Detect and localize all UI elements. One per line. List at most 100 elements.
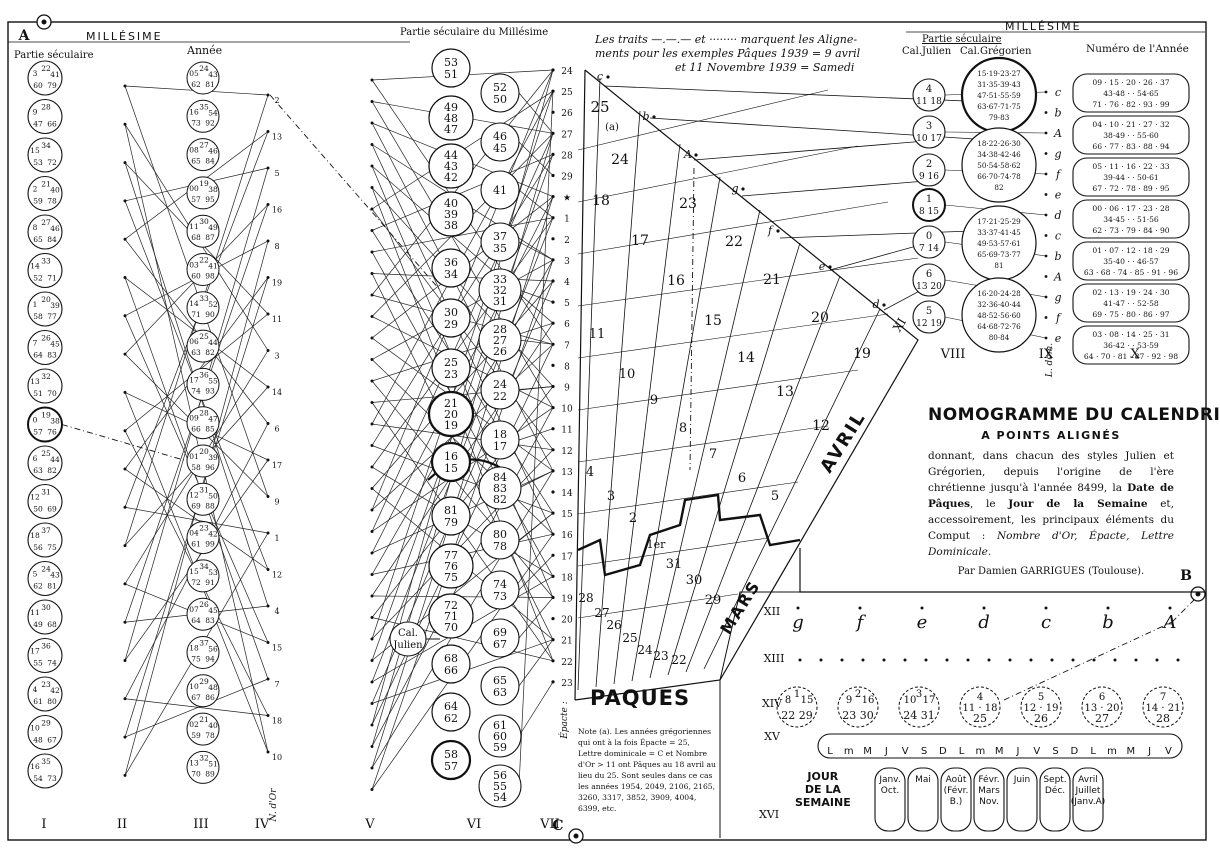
- month-group-label: Mars: [978, 786, 1000, 796]
- col3-circle-value: 82: [205, 348, 215, 357]
- alignment-line: [371, 144, 554, 535]
- fan-letter: f: [767, 224, 774, 237]
- epacte-dot: [551, 237, 555, 241]
- row13-dot: [945, 658, 949, 662]
- col3-circle-value: 67: [191, 693, 201, 702]
- col9-letter: f: [1055, 168, 1062, 181]
- col3-circle-value: 22: [199, 256, 209, 265]
- col3-circle-value: 48: [208, 683, 218, 692]
- fan-number: 23: [653, 649, 668, 663]
- col6-circle-value: 78: [493, 540, 507, 553]
- col3-circle-value: 46: [208, 147, 218, 156]
- alignment-line: [124, 277, 269, 680]
- col3-circle: [186, 61, 220, 95]
- alignment-line: [518, 470, 554, 489]
- col3-circle-value: 31: [199, 485, 209, 494]
- col8-circle: [912, 188, 946, 222]
- col1-circle-value: 57: [33, 428, 43, 437]
- col5-circle-value: 77: [444, 549, 458, 562]
- row12-letter: c: [1041, 612, 1051, 633]
- col4-dot: [266, 203, 270, 206]
- fan-number: 25: [622, 631, 637, 645]
- col4-dot: [266, 276, 270, 279]
- col1-circle-value: 17: [30, 647, 40, 656]
- col1-circle-value: 23: [41, 680, 51, 689]
- col-ii-label: II: [117, 817, 127, 832]
- month-group-box: [1072, 767, 1104, 832]
- col1-circle-value: 37: [41, 526, 51, 535]
- example-dash-line: [1003, 621, 1173, 701]
- fan-cross-line: [577, 481, 799, 515]
- col5-dot: [370, 100, 374, 103]
- col4-number: 17: [272, 461, 282, 470]
- row13-dot: [1071, 658, 1075, 662]
- col3-circle-value: 92: [205, 118, 215, 127]
- row14-value: 7: [1160, 692, 1166, 703]
- title-body-bold2: Jour de la Semaine: [1008, 498, 1148, 510]
- col2-dot: [123, 467, 127, 471]
- col1-circle-value: 34: [41, 141, 51, 150]
- col6-circle: [480, 73, 520, 113]
- row15-day: V: [902, 746, 909, 757]
- col5-circle-value: 79: [444, 516, 458, 529]
- col6-circle: [478, 466, 522, 510]
- col3-circle-value: 74: [191, 386, 201, 395]
- col2-dot: [123, 582, 127, 586]
- epacte-value: ★: [563, 194, 571, 204]
- col8-greg-value: 82: [994, 183, 1003, 192]
- fan-number: 25: [590, 98, 609, 116]
- col1-circle: [27, 753, 63, 789]
- col5-circle: [431, 48, 471, 88]
- alignment-line: [371, 187, 554, 387]
- col1-circle-value: 8: [33, 223, 38, 232]
- col1-circle-value: 36: [41, 642, 51, 651]
- col4-number: 3: [274, 352, 279, 361]
- epacte-value: 6: [564, 320, 570, 330]
- col6-circle-value: 22: [493, 390, 507, 403]
- col5-dot: [370, 336, 374, 340]
- col9-dot: [1044, 336, 1048, 340]
- alignment-line: [124, 678, 269, 738]
- col3-circle-value: 86: [205, 693, 215, 702]
- epacte-value: 21: [561, 637, 572, 647]
- cal-julien-header: Cal.Julien: [902, 46, 952, 57]
- col1-circle-value: 42: [50, 686, 60, 695]
- col6-circle-value: 67: [493, 638, 507, 651]
- col4-dot: [266, 239, 270, 243]
- col4-number: 19: [272, 279, 282, 288]
- traits-note-line3: et 11 Novembre 1939 = Samedi: [675, 61, 855, 74]
- title-body-pre: donnant, dans chacun des styles Julien e…: [928, 450, 1174, 494]
- col3-circle: [186, 521, 220, 555]
- col6-circle-value: 61: [493, 719, 507, 732]
- col8-greg-value: 17·21·25·29: [977, 217, 1021, 226]
- col6-circle-value: 65: [493, 674, 507, 687]
- col5-dot: [370, 680, 374, 684]
- col3-circle-value: 58: [191, 463, 201, 472]
- col8-circle-value: 10 17: [916, 134, 942, 144]
- col4-dot: [266, 714, 270, 717]
- col10-value: 67 · 72 · 78 · 89 · 95: [1092, 184, 1169, 193]
- col3-circle: [186, 176, 220, 210]
- col9-letter: g: [1054, 291, 1061, 304]
- row14-value: 2: [855, 689, 861, 700]
- month-group-label: Juin: [1013, 775, 1031, 785]
- col10-value: 04 · 10 · 21 · 27 · 32: [1092, 120, 1169, 129]
- col5-dot: [370, 702, 374, 705]
- col1-circle-value: 41: [50, 70, 60, 79]
- col3-circle-value: 16: [189, 107, 199, 116]
- col2-dot: [123, 697, 127, 701]
- col6-circle-value: 82: [493, 493, 507, 506]
- col5-dot: [370, 78, 374, 82]
- col8-circle-value: 0: [926, 231, 932, 242]
- col5-circle-value: 53: [444, 56, 458, 69]
- col1-circle-value: 49: [33, 620, 43, 629]
- col9-dot: [1044, 172, 1048, 176]
- col6-circle-value: 24: [493, 378, 507, 391]
- col10-value: 66 · 77 · 83 · 88 · 94: [1092, 142, 1169, 151]
- epacte-value: 5: [564, 299, 570, 309]
- col3-circle-value: 61: [191, 540, 201, 549]
- jour-line1: JOUR: [807, 770, 839, 783]
- col6-circle: [478, 714, 522, 758]
- col1-circle-value: 31: [41, 488, 51, 497]
- col8-circle-value: 6: [926, 269, 932, 280]
